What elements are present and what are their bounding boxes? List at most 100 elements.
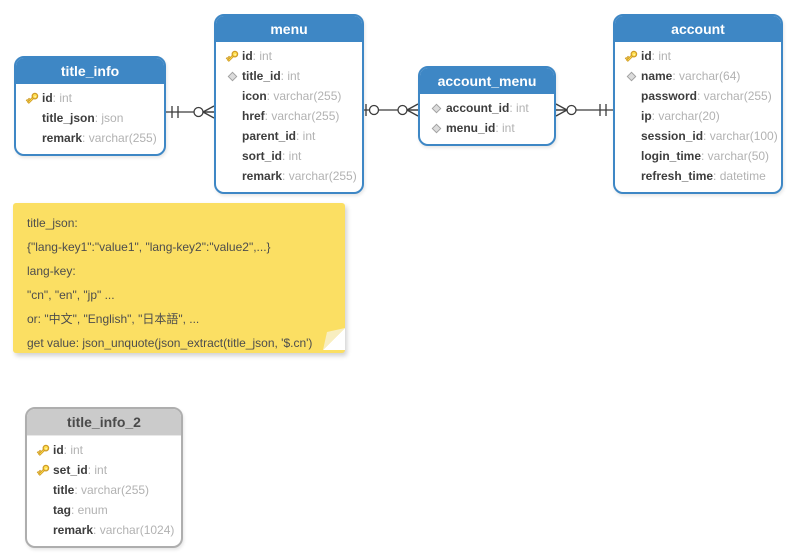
field-row[interactable]: id: int: [621, 46, 777, 66]
field-name: icon: [242, 89, 267, 103]
field-row[interactable]: tag: enum: [33, 500, 177, 520]
table-title[interactable]: title_info_2: [27, 409, 181, 436]
field-type: : int: [495, 121, 515, 135]
field-row[interactable]: remark: varchar(255): [222, 166, 358, 186]
field-type: : json: [94, 111, 124, 125]
field-type: : varchar(255): [282, 169, 357, 183]
sticky-note[interactable]: title_json:{"lang-key1":"value1", "lang-…: [13, 203, 345, 353]
field-row[interactable]: parent_id: int: [222, 126, 358, 146]
field-type: : varchar(20): [651, 109, 720, 123]
foreign-key-diamond-icon: [431, 123, 441, 133]
diamond-icon: [621, 70, 641, 83]
field-name: remark: [53, 523, 94, 537]
field-type: : int: [280, 69, 301, 83]
field-row[interactable]: title: varchar(255): [33, 480, 177, 500]
field-row[interactable]: id: int: [22, 88, 160, 108]
field-type: : varchar(255): [264, 109, 340, 123]
field-row[interactable]: refresh_time: datetime: [621, 166, 777, 186]
field-row[interactable]: account_id: int: [426, 98, 550, 118]
field-name: id: [641, 49, 652, 63]
note-line: get value: json_unquote(json_extract(tit…: [27, 336, 313, 350]
field-row[interactable]: set_id: int: [33, 460, 177, 480]
field-name: title: [53, 483, 75, 497]
field-row[interactable]: menu_id: int: [426, 118, 550, 138]
field-type: : int: [63, 443, 84, 457]
foreign-key-diamond-icon: [227, 71, 237, 81]
table-title[interactable]: account_menu: [420, 68, 554, 94]
field-row[interactable]: icon: varchar(255): [222, 86, 358, 106]
field-name: id: [53, 443, 64, 457]
field-type: : datetime: [713, 169, 766, 183]
field-type: : varchar(255): [266, 89, 342, 103]
field-name: ip: [641, 109, 652, 123]
table-title[interactable]: menu: [216, 16, 362, 42]
field-row[interactable]: title_id: int: [222, 66, 358, 86]
note-line: lang-key:: [27, 264, 76, 278]
primary-key-icon: [36, 444, 49, 456]
field-row[interactable]: title_json: json: [22, 108, 160, 128]
primary-key-icon: [36, 464, 49, 476]
field-name: title_id: [242, 69, 281, 83]
field-name: name: [641, 69, 673, 83]
field-type: : int: [252, 49, 273, 63]
primary-key-icon: [624, 50, 637, 62]
diamond-icon: [426, 122, 446, 135]
field-name: remark: [42, 131, 83, 145]
field-row[interactable]: password: varchar(255): [621, 86, 777, 106]
field-row[interactable]: href: varchar(255): [222, 106, 358, 126]
field-name: login_time: [641, 149, 702, 163]
field-row[interactable]: name: varchar(64): [621, 66, 777, 86]
note-folded-corner: [323, 328, 345, 353]
field-name: parent_id: [242, 129, 297, 143]
field-row[interactable]: ip: varchar(20): [621, 106, 777, 126]
note-line: or: "中文", "English", "日本語", ...: [27, 312, 200, 326]
field-type: : enum: [71, 503, 108, 517]
diamond-icon: [222, 70, 242, 83]
field-type: : varchar(100): [703, 129, 778, 143]
note-line: "cn", "en", "jp" ...: [27, 288, 115, 302]
field-row[interactable]: remark: varchar(1024): [33, 520, 177, 540]
field-name: id: [42, 91, 53, 105]
field-row[interactable]: id: int: [222, 46, 358, 66]
field-type: : varchar(1024): [93, 523, 175, 537]
field-name: title_json: [42, 111, 95, 125]
field-type: : varchar(50): [701, 149, 770, 163]
field-row[interactable]: remark: varchar(255): [22, 128, 160, 148]
field-row[interactable]: id: int: [33, 440, 177, 460]
table-title[interactable]: account: [615, 16, 781, 42]
field-type: : int: [296, 129, 316, 143]
note-line: {"lang-key1":"value1", "lang-key2":"valu…: [27, 240, 271, 254]
field-type: : varchar(64): [672, 69, 741, 83]
field-name: account_id: [446, 101, 510, 115]
field-name: password: [641, 89, 698, 103]
field-name: refresh_time: [641, 169, 714, 183]
field-row[interactable]: login_time: varchar(50): [621, 146, 777, 166]
field-type: : varchar(255): [74, 483, 150, 497]
field-name: tag: [53, 503, 71, 517]
key-icon: [33, 463, 53, 478]
key-icon: [22, 91, 42, 106]
field-type: : int: [52, 91, 73, 105]
field-name: session_id: [641, 129, 704, 143]
key-icon: [33, 443, 53, 458]
field-name: href: [242, 109, 265, 123]
foreign-key-diamond-icon: [431, 103, 441, 113]
primary-key-icon: [225, 50, 238, 62]
field-name: id: [242, 49, 253, 63]
field-row[interactable]: session_id: varchar(100): [621, 126, 778, 146]
table-title[interactable]: title_info: [16, 58, 164, 84]
field-row[interactable]: sort_id: int: [222, 146, 358, 166]
key-icon: [621, 49, 641, 64]
primary-key-icon: [25, 92, 38, 104]
field-type: : int: [651, 49, 672, 63]
